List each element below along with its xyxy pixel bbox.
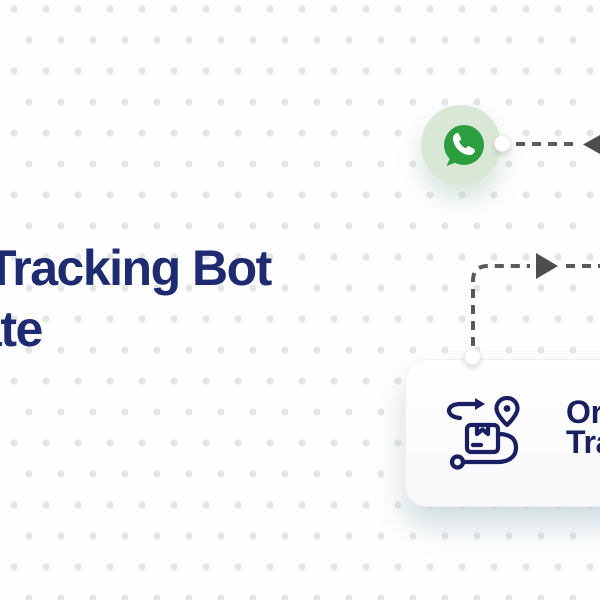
order-tracking-route-icon: [446, 396, 520, 470]
card-title-line2: Tracking: [566, 424, 600, 460]
card-title-line1: Order: [566, 394, 600, 430]
arrowhead-right-icon: [536, 253, 558, 279]
whatsapp-icon: [444, 125, 484, 166]
arrowhead-left-icon: [583, 135, 600, 154]
card-input-port: [464, 348, 481, 365]
dashed-connectors: [471, 142, 600, 346]
connector-card-line: [471, 264, 530, 346]
headline-line2: Template: [0, 301, 43, 357]
card-title: Order Tracking: [566, 394, 600, 460]
whatsapp-output-port: [494, 135, 511, 152]
headline-line1: Tracking Bot: [0, 240, 272, 296]
